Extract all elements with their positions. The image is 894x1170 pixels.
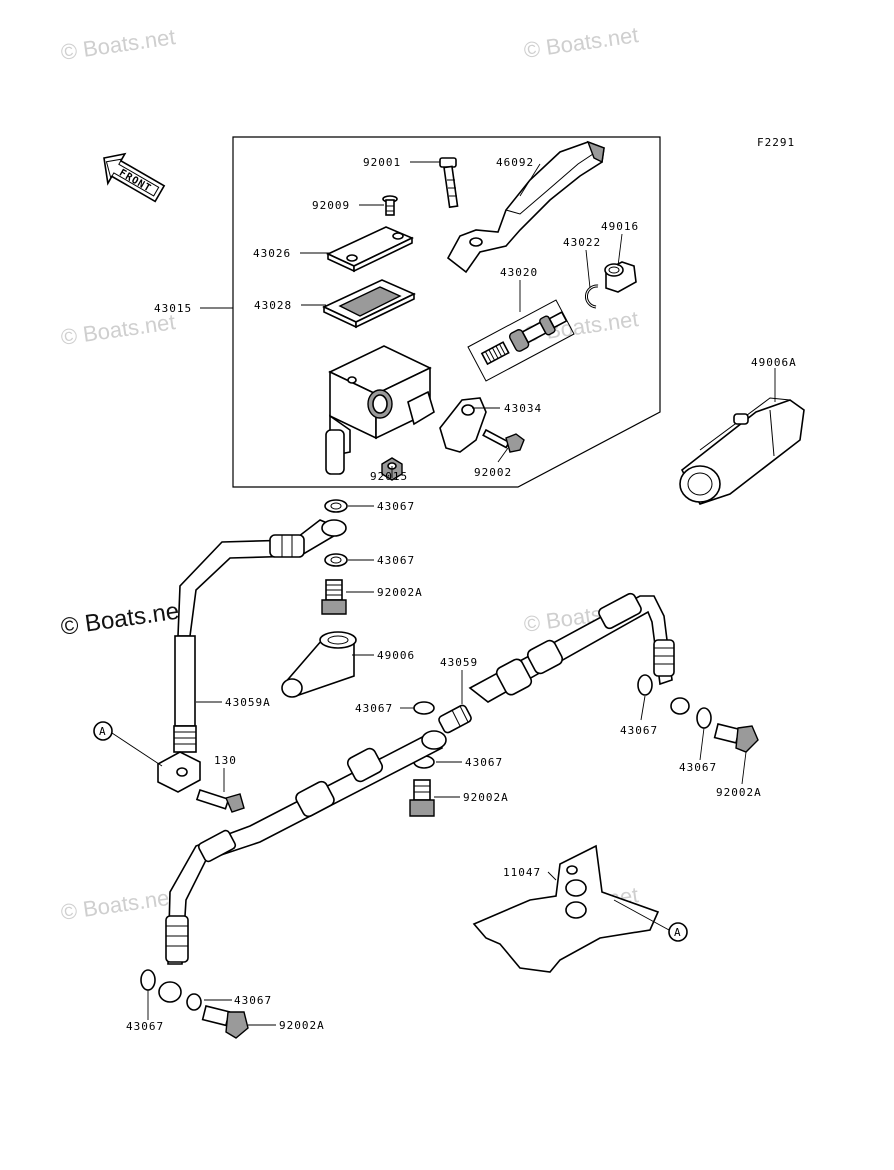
part-92009-screw: [382, 195, 398, 216]
label-43034: 43034: [504, 402, 542, 415]
part-49006A-cover: [679, 397, 805, 505]
watermark-dark: © Boats.net: [59, 597, 188, 641]
figure-code: F2291: [757, 136, 795, 149]
label-43067-d: 43067: [465, 756, 503, 769]
label-49006A: 49006A: [751, 356, 797, 369]
label-92009: 92009: [312, 199, 350, 212]
part-43067-washer-f: [637, 674, 653, 696]
part-49016-boot: [604, 261, 637, 293]
part-43026-reservoir-cap: [326, 226, 414, 273]
part-92001-pivot-bolt: [439, 157, 459, 209]
part-43028-diaphragm: [322, 279, 416, 329]
label-49016: 49016: [601, 220, 639, 233]
label-43020: 43020: [500, 266, 538, 279]
label-92001: 92001: [363, 156, 401, 169]
watermark-bottom-left: © Boats.net: [59, 884, 177, 925]
reference-a-right: A: [613, 899, 688, 942]
part-11047-bracket: [472, 844, 660, 973]
part-43059-right-hose: [438, 592, 690, 734]
part-92002-clamp-bolt: [482, 428, 525, 453]
label-92002A-c: 92002A: [716, 786, 762, 799]
label-43015: 43015: [154, 302, 192, 315]
label-92002A-d: 92002A: [279, 1019, 325, 1032]
ref-a-left-label: A: [99, 725, 107, 738]
part-number-labels: 92001 46092 92009 43026 43022 49016 4302…: [126, 156, 797, 1033]
part-92002A-banjo-bolt-b: [409, 779, 435, 817]
label-46092: 46092: [496, 156, 534, 169]
label-43067-h: 43067: [234, 994, 272, 1007]
part-43067-washer-e: [140, 969, 156, 991]
front-arrow-icon: FRONT: [103, 152, 166, 203]
reference-a-left: A: [93, 721, 163, 767]
label-92015: 92015: [370, 470, 408, 483]
part-43059-lower-hose: [158, 730, 447, 1003]
ref-a-right-label: A: [674, 926, 682, 939]
part-43067-washer-g: [696, 707, 712, 729]
label-43067-c: 43067: [355, 702, 393, 715]
label-43067-f: 43067: [679, 761, 717, 774]
part-43022-circlip: [584, 284, 599, 309]
label-43059A: 43059A: [225, 696, 271, 709]
label-43028: 43028: [254, 299, 292, 312]
label-92002: 92002: [474, 466, 512, 479]
label-43067-g: 43067: [126, 1020, 164, 1033]
label-43026: 43026: [253, 247, 291, 260]
watermark-top-left: © Boats.net: [59, 24, 177, 65]
part-130-bolt: [195, 788, 245, 813]
part-92002A-banjo-bolt-d: [201, 1005, 249, 1039]
part-43067-washer-h: [186, 993, 202, 1011]
label-43067-b: 43067: [377, 554, 415, 567]
part-92002A-banjo-bolt-a: [321, 579, 347, 615]
part-92002A-banjo-bolt-c: [713, 723, 759, 753]
label-43022: 43022: [563, 236, 601, 249]
label-43067-a: 43067: [377, 500, 415, 513]
washer-hole: [330, 556, 342, 564]
part-43020-piston-kit: [467, 299, 575, 382]
label-92002A-b: 92002A: [463, 791, 509, 804]
label-92002A-a: 92002A: [377, 586, 423, 599]
watermark-top-right: © Boats.net: [522, 22, 640, 63]
part-43034-clamp: [439, 397, 487, 453]
label-11047: 11047: [503, 866, 541, 879]
label-49006: 49006: [377, 649, 415, 662]
washer-hole: [330, 502, 342, 510]
label-43067-e: 43067: [620, 724, 658, 737]
label-130: 130: [214, 754, 237, 767]
watermark-mid-left: © Boats.net: [59, 309, 177, 350]
part-43067-washer-b: [324, 553, 348, 567]
part-49006-boot: [281, 631, 357, 698]
part-43059A-upper-hose: [157, 519, 347, 793]
part-46092-brake-lever: [446, 140, 605, 274]
part-master-cylinder-body: [325, 345, 435, 475]
part-43067-washer-c: [413, 701, 435, 715]
assembly-box-43015: [232, 136, 661, 488]
leader-lines: [147, 161, 776, 1026]
part-43067-washer-a: [324, 499, 348, 513]
label-43059: 43059: [440, 656, 478, 669]
